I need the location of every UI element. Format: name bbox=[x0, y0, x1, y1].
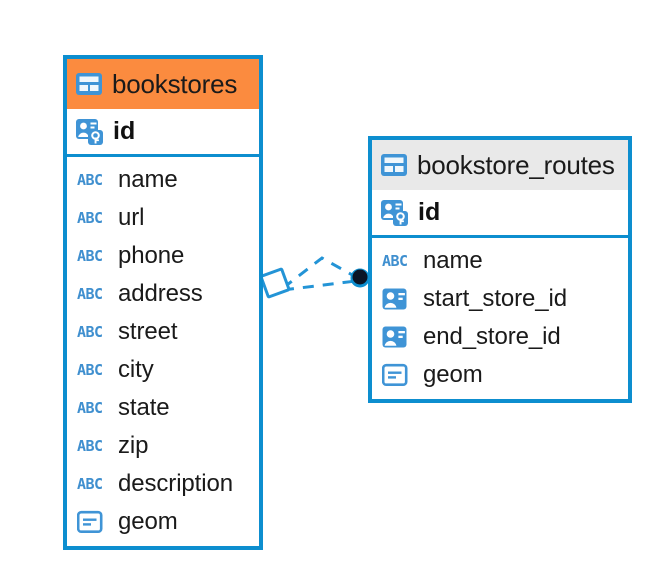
field-name: state bbox=[118, 394, 170, 421]
abc-text-icon: ABC bbox=[77, 322, 103, 341]
abc-text-icon: ABC bbox=[382, 251, 408, 270]
field-row-name[interactable]: ABC name bbox=[372, 242, 628, 280]
field-name: street bbox=[118, 318, 178, 345]
field-row-zip[interactable]: ABC zip bbox=[67, 427, 259, 465]
abc-text-icon: ABC bbox=[77, 360, 103, 379]
entity-table-bookstore-routes[interactable]: bookstore_routes id ABC bbox=[368, 136, 632, 403]
field-name: end_store_id bbox=[423, 323, 561, 350]
field-row-address[interactable]: ABC address bbox=[67, 275, 259, 313]
geometry-icon bbox=[382, 363, 414, 387]
field-row-url[interactable]: ABC url bbox=[67, 199, 259, 237]
field-row-street[interactable]: ABC street bbox=[67, 313, 259, 351]
field-row-phone[interactable]: ABC phone bbox=[67, 237, 259, 275]
field-name: url bbox=[118, 204, 145, 231]
geometry-icon bbox=[77, 510, 109, 534]
foreign-key-card-icon bbox=[382, 325, 414, 349]
field-row-id[interactable]: id bbox=[67, 109, 259, 157]
field-name: zip bbox=[118, 432, 149, 459]
field-name: address bbox=[118, 280, 203, 307]
field-name: geom bbox=[423, 361, 483, 388]
diamond-marker bbox=[259, 267, 291, 299]
entity-header-bookstores[interactable]: bookstores bbox=[67, 59, 259, 109]
field-name: phone bbox=[118, 242, 185, 269]
abc-text-icon: ABC bbox=[77, 436, 103, 455]
field-row-geom[interactable]: geom bbox=[67, 503, 259, 541]
abc-text-icon: ABC bbox=[77, 170, 103, 189]
field-name: description bbox=[118, 470, 233, 497]
abc-text-icon: ABC bbox=[77, 398, 103, 417]
field-row-geom[interactable]: geom bbox=[372, 356, 628, 394]
abc-text-icon: ABC bbox=[77, 246, 103, 265]
table-grid-icon bbox=[381, 153, 407, 177]
entity-header-bookstore-routes[interactable]: bookstore_routes bbox=[372, 140, 628, 190]
relationship-line-upper bbox=[282, 256, 357, 290]
entity-title: bookstore_routes bbox=[417, 150, 615, 180]
field-row-description[interactable]: ABC description bbox=[67, 465, 259, 503]
table-grid-icon bbox=[76, 72, 102, 96]
entity-title: bookstores bbox=[112, 69, 238, 99]
field-list-bookstores: ABC name ABC url ABC phone ABC address A… bbox=[67, 157, 259, 546]
relationship-line-lower bbox=[282, 279, 357, 292]
foreign-key-card-icon bbox=[382, 287, 414, 311]
field-row-end-store-id[interactable]: end_store_id bbox=[372, 318, 628, 356]
primary-key-card-icon bbox=[76, 118, 104, 146]
field-name: city bbox=[118, 356, 154, 383]
field-row-state[interactable]: ABC state bbox=[67, 389, 259, 427]
abc-text-icon: ABC bbox=[77, 474, 103, 493]
field-name: name bbox=[423, 247, 483, 274]
field-row-id[interactable]: id bbox=[372, 190, 628, 238]
abc-text-icon: ABC bbox=[77, 284, 103, 303]
field-name: geom bbox=[118, 508, 178, 535]
field-row-start-store-id[interactable]: start_store_id bbox=[372, 280, 628, 318]
abc-text-icon: ABC bbox=[77, 208, 103, 227]
field-list-bookstore-routes: ABC name start_store_id bbox=[372, 238, 628, 399]
entity-table-bookstores[interactable]: bookstores id ABC bbox=[63, 55, 263, 550]
primary-key-card-icon bbox=[381, 199, 409, 227]
field-name: id bbox=[113, 117, 136, 145]
field-name: id bbox=[418, 198, 441, 226]
field-name: start_store_id bbox=[423, 285, 568, 312]
filled-circle-marker bbox=[350, 268, 370, 288]
field-row-city[interactable]: ABC city bbox=[67, 351, 259, 389]
field-name: name bbox=[118, 166, 178, 193]
field-row-name[interactable]: ABC name bbox=[67, 161, 259, 199]
